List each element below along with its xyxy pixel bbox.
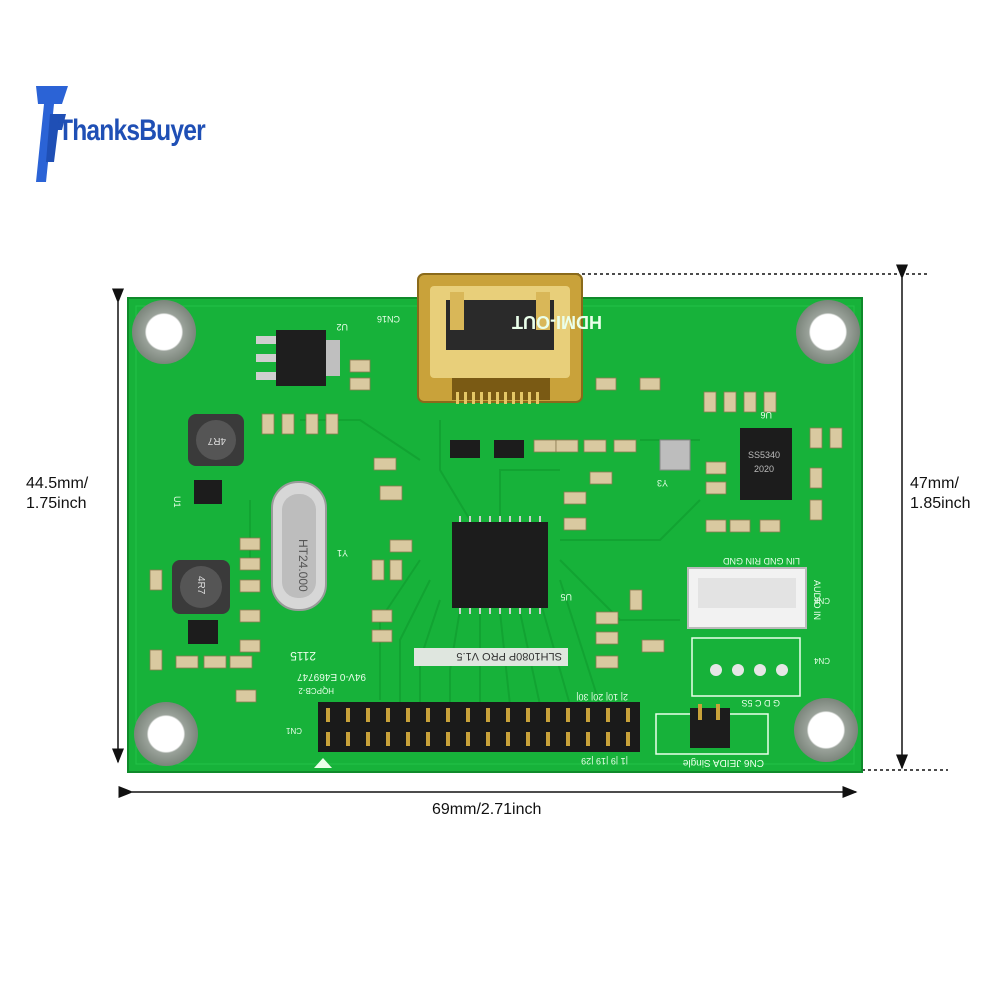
model-label-box: SLH1080P PRO V1.5 [414, 648, 568, 666]
u6-chip-marking: SS5340 [748, 450, 780, 460]
inductor-1 [188, 414, 244, 466]
u5-label: U5 [560, 592, 572, 602]
crystal-marking: HT24.000 [296, 539, 310, 592]
cn8-label: CN8 [813, 596, 830, 605]
header-bottom-label: |1 |9 |19 |29 [581, 756, 628, 766]
cn6-jumper [655, 704, 769, 755]
rating-label: 94V-0 E469747 [297, 671, 366, 682]
u1-label: U1 [172, 496, 182, 508]
mount-hole-tr [796, 300, 860, 364]
inductor-1-marking: 4R7 [207, 435, 226, 446]
header-top-label: 2| 10| 20| 30| [576, 692, 628, 702]
hdmi-out-label: HDMI-OUT [512, 312, 602, 332]
crystal-y1 [271, 481, 327, 611]
crystal-y3 [659, 439, 691, 471]
brand-name: ThanksBuyer [58, 114, 206, 147]
model-label: SLH1080P PRO V1.5 [456, 650, 562, 662]
mount-hole-bl [134, 702, 198, 766]
logo-mark-icon [36, 86, 68, 182]
cn8-audio-label: AUDIO IN [812, 580, 822, 620]
y3-label: Y3 [657, 478, 668, 488]
hdmi-connector [417, 273, 583, 404]
right-height-label-2: 1.85inch [910, 495, 971, 512]
right-height-label-1: 47mm/ [910, 475, 959, 492]
width-label: 69mm/2.71inch [432, 801, 542, 818]
u6-date-marking: 2020 [754, 464, 774, 474]
cn1-pin-header [314, 702, 640, 768]
main-ic-u5 [452, 516, 548, 614]
u2-regulator [256, 330, 340, 386]
hqpcb-label: HQPCB-2 [298, 686, 334, 695]
smd-components [149, 359, 843, 703]
inductor-2 [172, 560, 230, 614]
cn8-audio-connector [687, 567, 807, 629]
date-code-label: 2115 [290, 649, 316, 663]
cn8-pins-label: LIN GND RIN GND [722, 556, 800, 566]
cn16-label: CN16 [377, 314, 400, 324]
chip-u6 [740, 428, 792, 500]
u2-label: U2 [336, 322, 348, 332]
cn1-label: CN1 [285, 726, 302, 735]
u6-label: U6 [760, 410, 772, 420]
inductor-2-marking: 4R7 [195, 576, 206, 595]
left-height-label-1: 44.5mm/ [26, 475, 89, 492]
cn6-label: CN6 JEIDA Single [682, 757, 764, 768]
small-ics [188, 440, 524, 644]
cn4-connector [691, 637, 801, 697]
cn4-label: CN4 [813, 656, 830, 665]
mount-hole-br [794, 698, 858, 762]
thanksbuyer-logo: ThanksBuyer [32, 84, 206, 184]
cn4-pins-label: G D C 5S [741, 698, 780, 708]
mount-hole-tl [132, 300, 196, 364]
left-height-label-2: 1.75inch [26, 495, 87, 512]
y1-label: Y1 [337, 548, 348, 558]
